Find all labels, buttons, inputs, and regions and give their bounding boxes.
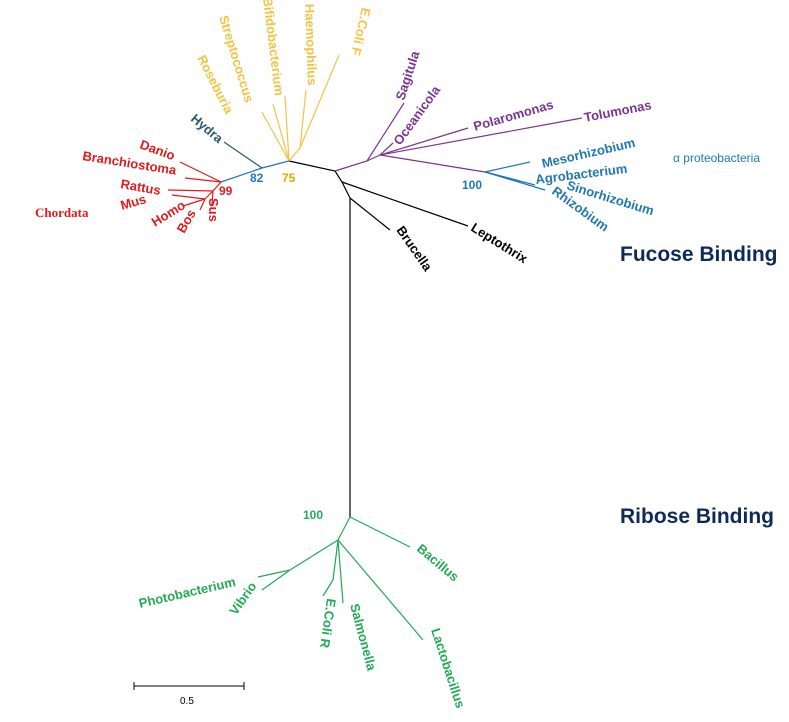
branch-hydra	[223, 141, 263, 169]
taxon-photobacterium: Photobacterium	[137, 574, 237, 611]
branch-vibrio	[261, 569, 291, 591]
title-fucose-binding: Fucose Binding	[620, 243, 778, 266]
taxon-brucella: Brucella	[394, 223, 436, 274]
branch-ecoli-r	[322, 579, 334, 597]
taxon-bifidobacterium: Bifidobacterium	[260, 0, 287, 97]
branch-photobacterium	[257, 569, 291, 578]
taxon-mus: Mus	[119, 191, 148, 213]
branch-leptothrix	[341, 181, 469, 227]
branch-streptococcus	[272, 103, 290, 162]
branch-ecoli-f	[299, 54, 340, 149]
branch-mesorhizobium	[484, 161, 531, 173]
branch-ecoli-r-stem	[332, 539, 339, 581]
branch-roseburia	[261, 111, 290, 162]
bootstrap-99: 99	[219, 184, 233, 198]
taxon-salmonella: Salmonella	[347, 602, 379, 673]
taxon-sus: Sus	[206, 198, 221, 222]
taxon-ecoli-r: E.Coli R	[317, 598, 339, 650]
taxon-polaromonas: Polaromonas	[472, 97, 555, 134]
scale-bar-label: 0.5	[180, 696, 194, 707]
branch-polaromonas	[379, 127, 469, 156]
taxon-leptothrix: Leptothrix	[468, 220, 530, 267]
bootstrap-values: 99 82 75 100 100	[219, 171, 482, 522]
title-ribose-binding: Ribose Binding	[620, 505, 774, 528]
branch-ribose-stem	[337, 516, 351, 541]
taxon-sagitula: Sagitula	[393, 48, 423, 101]
bootstrap-100-ribose: 100	[303, 508, 323, 522]
branch-sagitula	[366, 102, 405, 162]
branch-sus	[211, 190, 214, 206]
branch-backbone-top	[288, 160, 351, 199]
scale-bar	[133, 682, 245, 690]
branch-brucella	[349, 197, 391, 231]
group-label-chordata: Chordata	[35, 205, 89, 220]
branch-salmonella	[337, 539, 344, 604]
branch-haemophilus	[299, 89, 307, 149]
group-label-alpha-proteobacteria: α proteobacteria	[673, 151, 760, 165]
branch-bifidobacterium	[284, 95, 290, 162]
taxon-hydra: Hydra	[188, 111, 226, 147]
branch-mus	[171, 194, 206, 200]
taxon-tolumonas: Tolumonas	[583, 97, 653, 125]
branch-rattus	[167, 189, 214, 192]
branch-tolumonas	[379, 117, 583, 156]
scale-bar-line	[133, 682, 245, 690]
branch-bacillus	[349, 516, 411, 548]
branch-branchiostoma	[184, 177, 222, 183]
branch-lactobacillus	[337, 539, 424, 641]
branch-vibrio-photo-stem	[289, 539, 339, 571]
branches	[167, 54, 583, 641]
bootstrap-100-alpha: 100	[462, 178, 482, 192]
branch-bos	[199, 198, 206, 211]
branch-oceanicola	[379, 142, 394, 156]
branch-danio	[179, 161, 222, 183]
bootstrap-82: 82	[250, 171, 264, 185]
branch-homo	[182, 198, 206, 207]
branch-rhizobium	[484, 171, 546, 191]
bootstrap-75: 75	[282, 171, 296, 185]
branch-purple-stem	[334, 154, 381, 172]
taxon-bacillus: Bacillus	[414, 541, 462, 585]
taxon-lactobacillus: Lactobacillus	[428, 626, 468, 710]
taxon-ecoli-f: E.Coli F	[348, 6, 374, 57]
branch-alpha-stem	[379, 154, 486, 173]
branch-yellow-stem	[288, 147, 301, 162]
taxon-rattus: Rattus	[119, 176, 161, 198]
taxon-labels: Danio Branchiostoma Rattus Mus Homo Bos …	[82, 0, 656, 710]
taxon-haemophilus: Haemophilus	[302, 4, 320, 86]
